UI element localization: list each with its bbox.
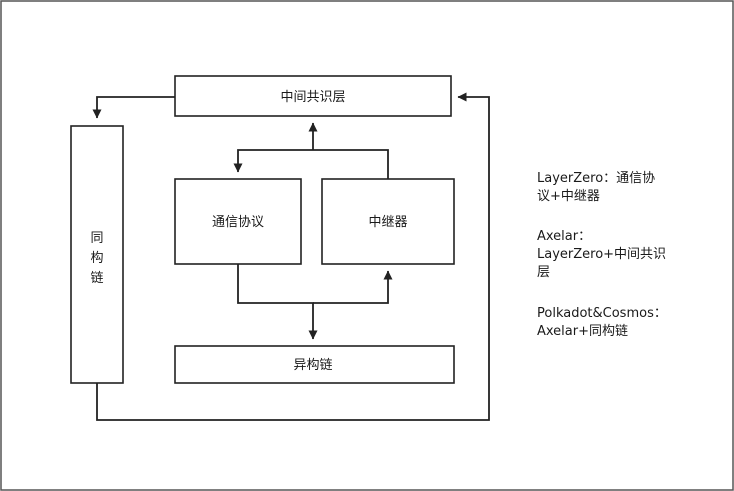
note-layerzero-line-2: 议+中继器 [537, 189, 600, 204]
label-homogeneous-chain-1: 同 [90, 231, 103, 246]
note-polkadot-cosmos-line-2: Axelar+同构链 [537, 324, 629, 339]
edge-protocol-to-heterogeneous-chain [237, 264, 318, 340]
note-polkadot-cosmos-line-1: Polkadot&Cosmos： [537, 306, 667, 321]
label-homogeneous-chain-2: 构 [90, 251, 103, 266]
edge-top-distribution [233, 149, 389, 179]
node-heterogeneous-chain [174, 345, 455, 384]
note-axelar: Axelar： LayerZero+中间共识 层 [537, 228, 697, 282]
node-comm-protocol [174, 178, 302, 265]
note-layerzero-line-1: LayerZero：通信协 [537, 171, 656, 186]
node-homogeneous-chain [70, 125, 124, 384]
note-axelar-line-3: 层 [537, 265, 551, 280]
note-polkadot-cosmos: Polkadot&Cosmos： Axelar+同构链 [537, 305, 697, 341]
note-layerzero: LayerZero：通信协 议+中继器 [537, 170, 697, 206]
label-comm-protocol: 通信协议 [212, 215, 264, 230]
label-relayer: 中继器 [368, 215, 407, 230]
edge-consensus-to-homogeneous-chain [92, 96, 175, 119]
node-consensus-layer [174, 75, 452, 117]
label-homogeneous-chain-3: 链 [90, 271, 103, 286]
node-relayer [321, 178, 455, 265]
note-axelar-line-1: Axelar： [537, 229, 592, 244]
label-heterogeneous-chain: 异构链 [293, 358, 332, 373]
note-axelar-line-2: LayerZero+中间共识 [537, 247, 667, 262]
edge-homogeneous-chain-to-consensus [96, 92, 490, 421]
label-consensus-layer: 中间共识层 [280, 90, 345, 105]
edge-to-relayer [313, 270, 393, 304]
